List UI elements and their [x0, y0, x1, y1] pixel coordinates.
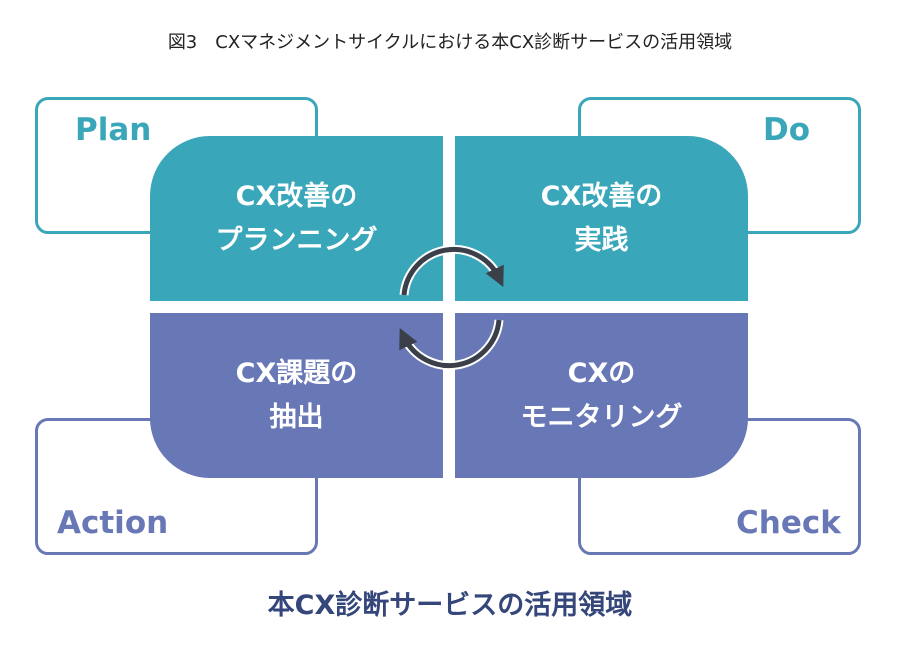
- figure-title: 図3 CXマネジメントサイクルにおける本CX診断サービスの活用領域: [167, 32, 733, 53]
- quadrant-planning-line2: プランニング: [215, 224, 378, 256]
- quadrant-extraction-line1: CX課題の: [235, 357, 358, 389]
- quadrant-monitoring-line2: モニタリング: [520, 401, 683, 433]
- plan-label: Plan: [75, 112, 152, 148]
- quadrant-monitoring-line1: CXの: [567, 357, 636, 389]
- quadrant-planning: CX改善の プランニング: [150, 136, 443, 301]
- quadrant-practice-line2: 実践: [574, 224, 629, 256]
- quadrant-practice-line1: CX改善の: [540, 180, 663, 212]
- quadrant-extraction-line2: 抽出: [269, 401, 324, 433]
- service-caption: 本CX診断サービスの活用領域: [267, 590, 633, 621]
- clockwise-top-arrow-icon: [401, 246, 504, 296]
- quadrant-extraction: CX課題の 抽出: [150, 313, 443, 478]
- check-label: Check: [736, 505, 841, 541]
- quadrant-practice: CX改善の 実践: [455, 136, 748, 301]
- quadrant-monitoring: CXの モニタリング: [455, 313, 748, 478]
- quadrant-planning-line1: CX改善の: [235, 180, 358, 212]
- clockwise-bottom-arrow-icon: [399, 319, 502, 369]
- do-label: Do: [763, 112, 811, 148]
- action-label: Action: [57, 505, 169, 541]
